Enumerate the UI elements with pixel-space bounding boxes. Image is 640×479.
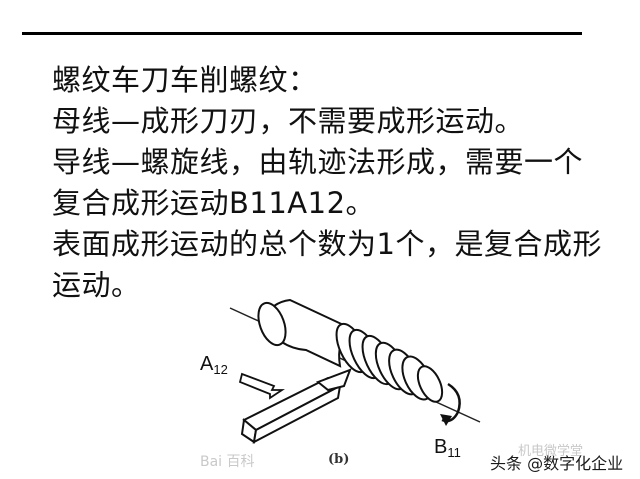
watermark-right-top: 机电微学堂: [518, 444, 584, 459]
feed-arrow: [238, 372, 285, 400]
workpiece-end: [257, 301, 287, 347]
label-a12: A12: [200, 353, 228, 377]
text-line: 复合成形运动B11A12。: [52, 186, 376, 220]
text-line: 运动。: [52, 268, 141, 302]
text-line: 母线—成形刀刃，不需要成形运动。: [52, 104, 525, 138]
rotation-arrowhead: [440, 414, 452, 426]
watermark-right: 头条 @数字化企业: [490, 454, 624, 473]
label-b11: B11: [434, 436, 461, 460]
text-line: 导线—螺旋线，由轨迹法形成，需要一个: [52, 145, 584, 179]
top-rule: [22, 32, 582, 35]
watermark-left: Bai 百科: [200, 454, 255, 470]
slide-body: 螺纹车刀车削螺纹： 母线—成形刀刃，不需要成形运动。 导线—螺旋线，由轨迹法形成…: [52, 60, 622, 306]
cutting-tool: [240, 368, 352, 444]
text-line: 螺纹车刀车削螺纹：: [52, 63, 318, 97]
text-line: 表面成形运动的总个数为1个，是复合成形: [52, 227, 602, 261]
thread-turning-diagram: [229, 298, 481, 444]
thread-section: [335, 322, 444, 403]
figure-caption: (b): [328, 452, 350, 467]
